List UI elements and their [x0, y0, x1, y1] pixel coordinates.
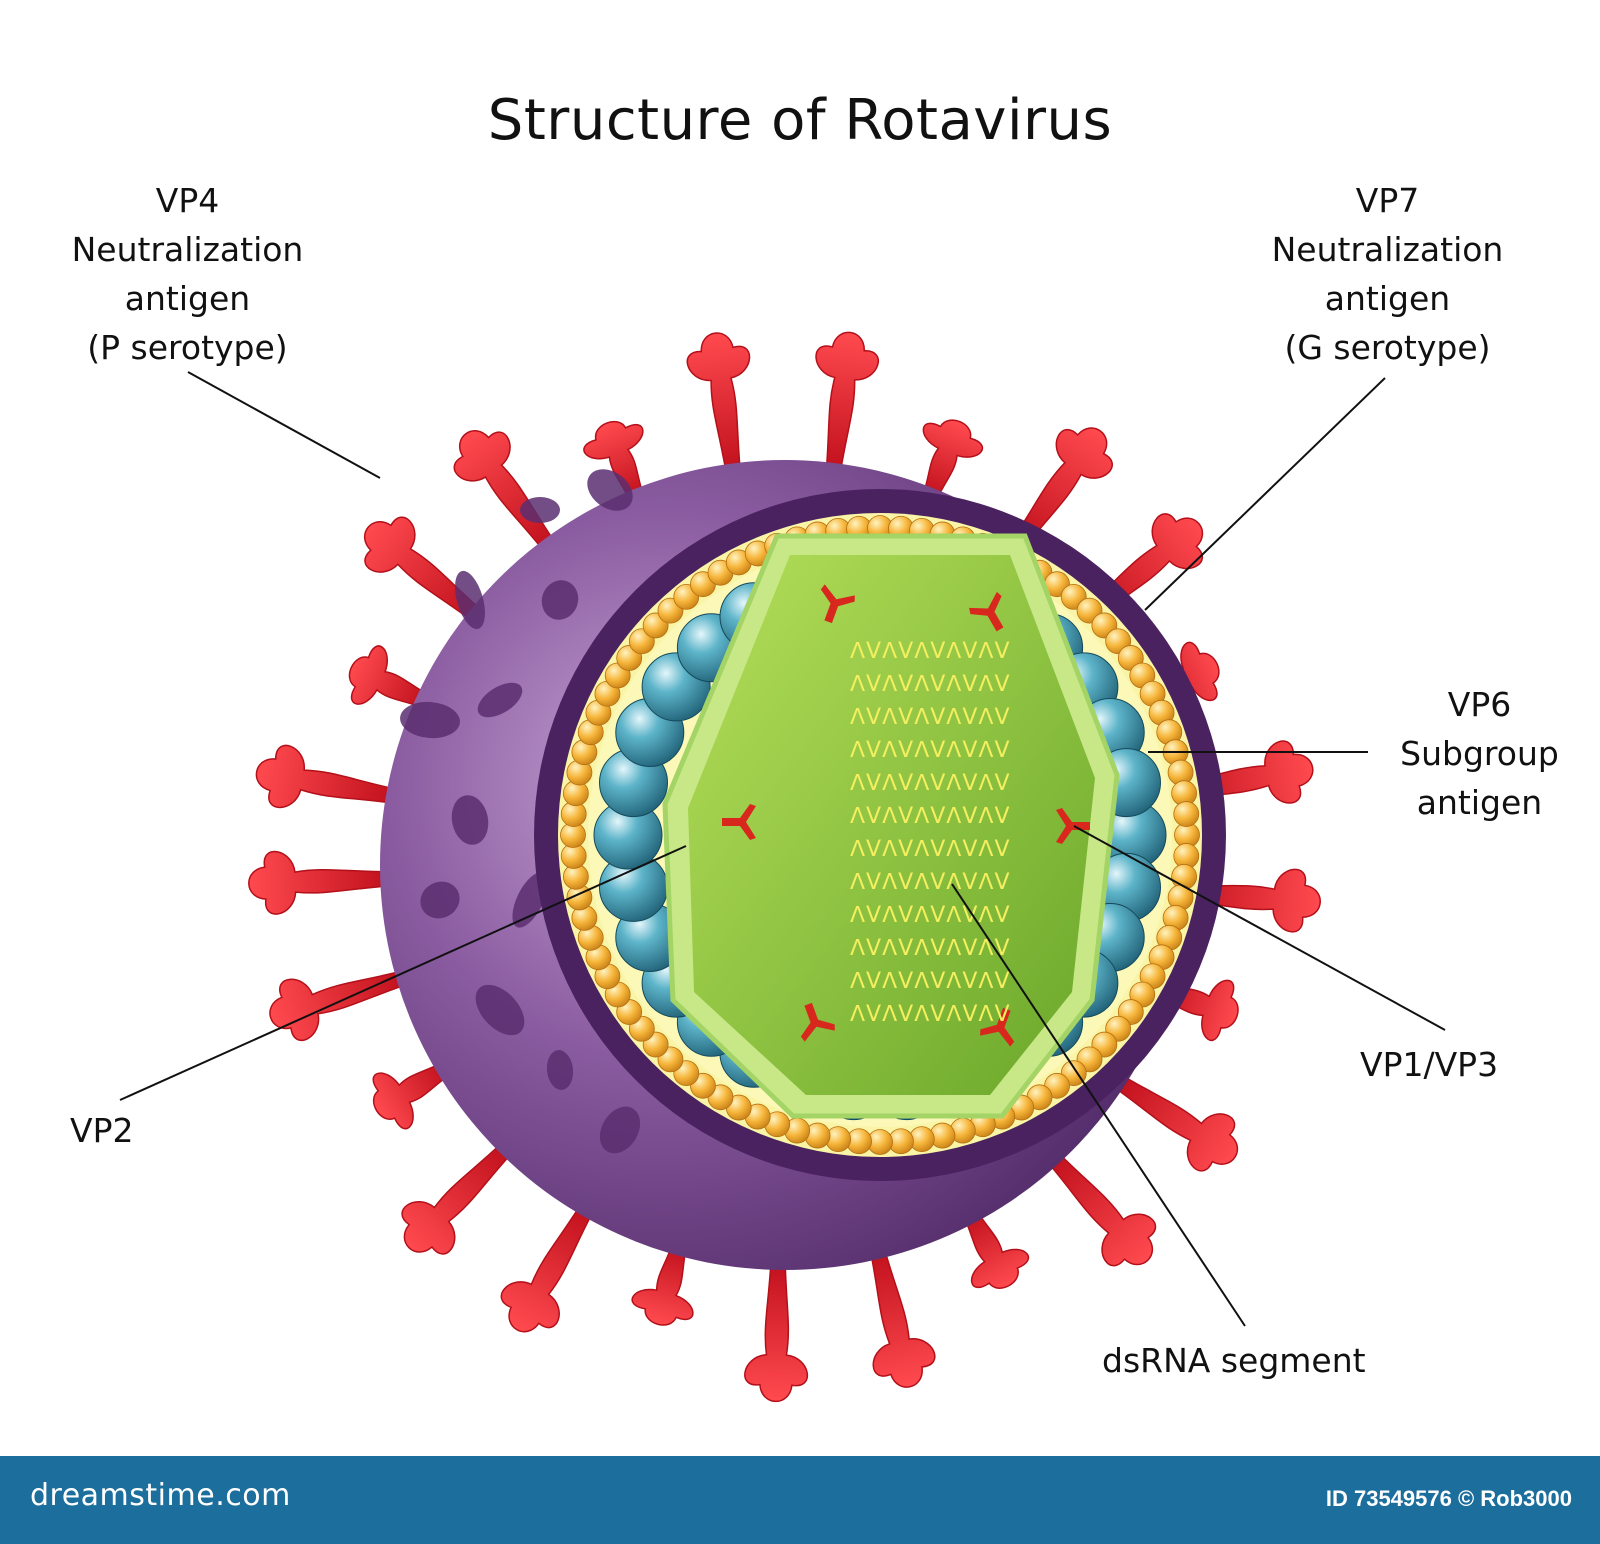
spike-shape [869, 1246, 936, 1388]
vp1-vp3-enzymes [722, 584, 1090, 1047]
dsrna-strand: ᐱVᐱVᐱVᐱVᐱV [850, 738, 1011, 763]
spike-shape [248, 850, 392, 915]
label-vp2: VP2 [70, 1111, 134, 1150]
spike-shape [1045, 1150, 1157, 1267]
dsrna-strand: ᐱVᐱVᐱVᐱVᐱV [850, 837, 1011, 862]
dsrna-strands: ᐱVᐱVᐱVᐱVᐱV ᐱVᐱVᐱVᐱVᐱV ᐱVᐱVᐱVᐱVᐱV ᐱVᐱVᐱVᐱVᐱV… [850, 639, 1011, 1027]
spike [453, 430, 557, 553]
spike [815, 331, 879, 475]
vp1-vp3-enzyme [1056, 808, 1090, 844]
capsid-pit [546, 1050, 574, 1090]
label-vp6: VP6 Subgroup antigen [1400, 685, 1559, 822]
capsid-pit [587, 469, 633, 511]
spike [744, 1259, 809, 1403]
spike-shape [1177, 868, 1321, 933]
spike [1045, 1150, 1157, 1267]
label-vp7: VP7 Neutralization antigen (G serotype) [1271, 181, 1504, 367]
dsrna-strand: ᐱVᐱVᐱVᐱVᐱV [850, 903, 1011, 928]
dsrna-strand: ᐱVᐱVᐱVᐱVᐱV [850, 1002, 1011, 1027]
spike [1177, 868, 1321, 933]
spike-shape [348, 645, 430, 709]
label-dsrna-segment: dsRNA segment [1102, 1341, 1366, 1380]
label-vp1-vp3: VP1/VP3 [1360, 1045, 1499, 1084]
spike-shape [631, 1242, 694, 1326]
spike [348, 645, 430, 709]
spike [255, 744, 399, 809]
spike-shape [815, 331, 879, 475]
spike-shape [963, 1209, 1030, 1289]
capsid-pit [400, 701, 460, 739]
spike-shape [269, 969, 410, 1042]
spike [631, 1242, 694, 1326]
spike [869, 1246, 936, 1388]
spike-shape [500, 1202, 595, 1333]
spike-shape [1111, 1073, 1239, 1172]
dsrna-strand: ᐱVᐱVᐱVᐱVᐱV [850, 705, 1011, 730]
dsrna-strand: ᐱVᐱVᐱVᐱVᐱV [850, 804, 1011, 829]
spike-shape [686, 332, 751, 476]
footer-bar: dreamstime.com ID 73549576 © Rob3000 [0, 1456, 1600, 1544]
footer-credit: ID 73549576 © Rob3000 [1325, 1486, 1572, 1511]
vp7-bead [1173, 801, 1200, 827]
rotavirus-diagram: ᐱVᐱVᐱVᐱVᐱV ᐱVᐱVᐱVᐱVᐱV ᐱVᐱVᐱVᐱVᐱV ᐱVᐱVᐱVᐱVᐱV… [119, 331, 1446, 1403]
spike [401, 1140, 515, 1255]
capsid-pit [477, 682, 523, 718]
capsid-pit [451, 795, 489, 845]
label-vp4: VP4 Neutralization antigen (P serotype) [71, 181, 304, 367]
spike-shape [453, 430, 557, 553]
spike [963, 1209, 1030, 1289]
capsid-pit [599, 1106, 641, 1154]
diagram-title: Structure of Rotavirus [487, 88, 1113, 153]
vp1-vp3-enzyme [969, 591, 1004, 632]
vp1-vp3-enzyme [980, 1007, 1015, 1047]
spike [583, 421, 645, 503]
vp1-vp3-enzyme [722, 804, 756, 840]
dsrna-strand: ᐱVᐱVᐱVᐱVᐱV [850, 969, 1011, 994]
spike [372, 1061, 452, 1130]
capsid-pit [475, 984, 525, 1036]
spike [1111, 1073, 1239, 1172]
spike [500, 1202, 595, 1333]
dsrna-strand: ᐱVᐱVᐱVᐱVᐱV [850, 870, 1011, 895]
spike-shape [401, 1140, 515, 1255]
spike-shape [744, 1259, 809, 1403]
spike [1010, 427, 1113, 551]
vp1-vp3-enzyme [800, 1002, 835, 1042]
vp1-vp3-enzyme [820, 584, 855, 624]
spike-shape [372, 1061, 452, 1130]
spike [248, 850, 392, 915]
spike-shape [922, 419, 984, 502]
spike-shape [255, 744, 399, 809]
spike-shape [1010, 427, 1113, 551]
dsrna-strand: ᐱVᐱVᐱVᐱVᐱV [850, 672, 1011, 697]
capsid-pit [455, 570, 485, 630]
leader-lines [119, 371, 1446, 1327]
spike [686, 332, 751, 476]
spike [922, 419, 984, 502]
dsrna-strand: ᐱVᐱVᐱVᐱVᐱV [850, 771, 1011, 796]
dsrna-strand: ᐱVᐱVᐱVᐱVᐱV [850, 936, 1011, 961]
spike [269, 969, 410, 1042]
spike-shape [583, 421, 645, 503]
spike [364, 516, 484, 623]
capsid-pit [420, 881, 460, 919]
footer-brand: dreamstime.com [30, 1478, 291, 1513]
capsid-pit [541, 580, 579, 620]
capsid-pit [520, 497, 560, 523]
core-interior [688, 555, 1095, 1095]
spike-shape [364, 516, 484, 623]
dsrna-strand: ᐱVᐱVᐱVᐱVᐱV [850, 639, 1011, 664]
